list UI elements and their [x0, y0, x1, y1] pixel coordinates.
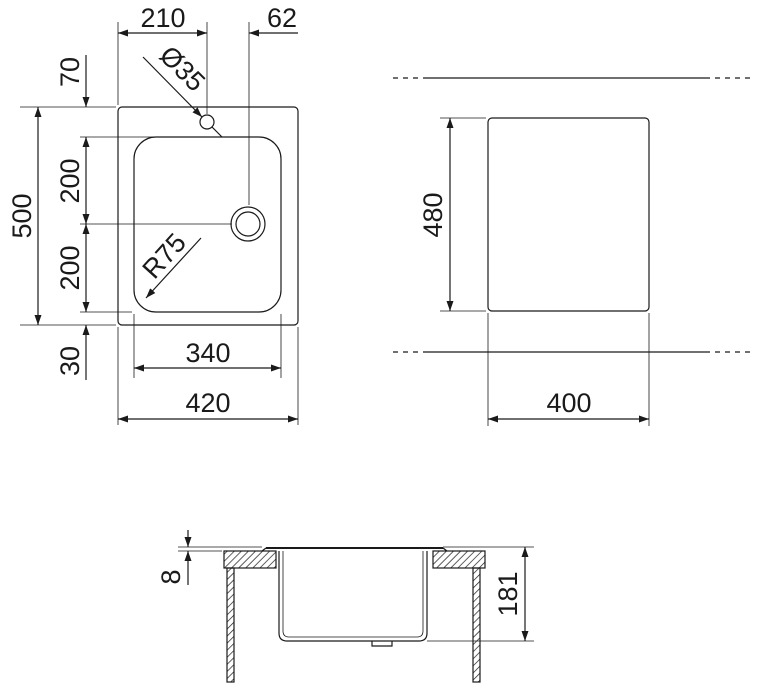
worktop-left-section — [223, 550, 277, 569]
cutout-view: 480 400 — [393, 77, 752, 426]
dim-line-radius — [145, 237, 202, 299]
dim-label-200-top: 200 — [55, 158, 85, 203]
dim-label-8: 8 — [156, 569, 186, 584]
worktop-right-section — [432, 550, 486, 569]
dim-label-400: 400 — [546, 388, 591, 418]
cutout-outline — [487, 117, 650, 312]
tap-hole — [199, 114, 215, 130]
sink-outline — [117, 106, 299, 326]
dim-label-70: 70 — [55, 57, 85, 87]
dim-label-500: 500 — [7, 193, 37, 238]
dim-label-200-bottom: 200 — [55, 245, 85, 290]
cabinet-wall-left — [226, 567, 235, 683]
dim-leader-diameter — [211, 126, 223, 138]
dim-label-diameter: Ø35 — [154, 40, 211, 97]
cabinet-wall-right — [472, 567, 481, 683]
top-view: 210 62 Ø35 70 500 200 200 30 R75 340 420 — [7, 3, 299, 425]
dim-label-181: 181 — [493, 571, 523, 616]
dim-label-420: 420 — [185, 388, 230, 418]
dim-label-30: 30 — [55, 346, 85, 376]
section-view: 8 181 — [156, 530, 534, 683]
drain — [230, 206, 266, 242]
dim-label-210: 210 — [140, 3, 185, 33]
sink-bowl-profile — [278, 551, 428, 642]
dim-line-diameter — [142, 56, 203, 118]
sink-bowl — [133, 136, 282, 313]
dim-label-62: 62 — [267, 3, 297, 33]
drain-outlet — [371, 641, 393, 647]
dim-label-340: 340 — [185, 338, 230, 368]
dim-label-radius: R75 — [137, 228, 192, 285]
extension-lines — [20, 22, 299, 425]
dim-label-480: 480 — [418, 192, 448, 237]
